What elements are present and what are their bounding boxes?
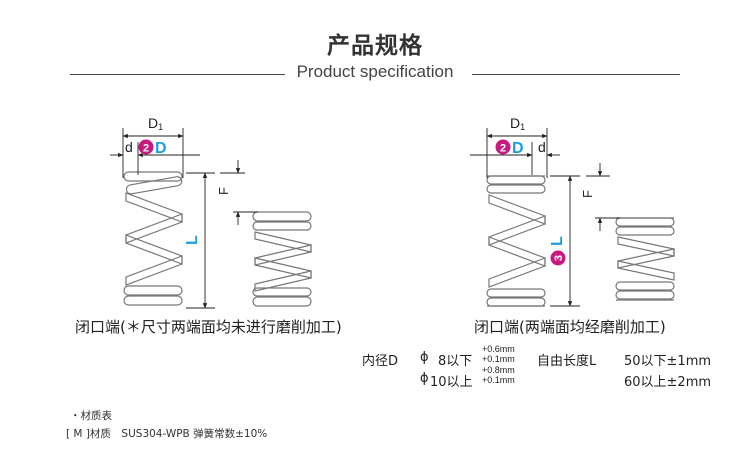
inner-diameter-label: 内径D xyxy=(362,354,399,369)
f-label-right: F xyxy=(580,190,595,198)
badge-2-left xyxy=(138,139,154,155)
l-label-right: L xyxy=(549,236,566,246)
d-label-right: d xyxy=(538,139,546,155)
caption-closed-not-ground: 闭口端(＊尺寸两端面均未进行磨削加工) xyxy=(75,318,342,336)
spring-coils-right-compressed xyxy=(615,217,675,301)
inner-d-label-left: D xyxy=(155,140,167,157)
row2-tol-minus: +0.1mm xyxy=(482,375,515,385)
material-line: [ M ]材质 SUS304-WPB 弹簧常数±10% xyxy=(66,428,268,440)
subtitle-rule-left xyxy=(70,74,285,75)
dimension-lines-left xyxy=(110,128,258,309)
ground-end-drawing: D1 2 D d F 3 L xyxy=(470,115,675,307)
d1-label-right: D1 xyxy=(510,115,525,132)
caption-closed-ground: 闭口端(两端面均经磨削加工) xyxy=(474,318,666,336)
d-label-left: d xyxy=(125,139,133,155)
f-label-left: F xyxy=(216,187,231,195)
free-length-row1: 50以下±1mm xyxy=(624,354,712,369)
row2-tol-plus: +0.8mm xyxy=(482,365,515,375)
row1-prefix: ϕ xyxy=(420,350,429,365)
spring-coils-left-compressed xyxy=(252,211,312,307)
badge-2-right-text: 2 xyxy=(500,143,506,155)
badge-3-right-text: 3 xyxy=(553,255,565,261)
page-title: 产品规格 xyxy=(327,33,423,59)
row1-tol-minus: +0.1mm xyxy=(482,354,515,364)
subtitle-row: Product specification xyxy=(70,62,680,86)
free-length-label: 自由长度L xyxy=(537,354,597,369)
row1-value: 8以下 xyxy=(438,354,473,369)
l-label-left: L xyxy=(184,235,201,245)
inner-d-label-right: D xyxy=(512,140,524,157)
badge-2-left-text: 2 xyxy=(143,143,149,155)
dimension-lines-right xyxy=(470,128,620,307)
row2-prefix: ϕ xyxy=(420,371,429,386)
free-length-row2: 60以上±2mm xyxy=(624,375,712,390)
badge-3-right xyxy=(550,250,566,266)
spring-coils-left-tall xyxy=(123,171,183,306)
material-heading: ・材质表 xyxy=(70,410,112,422)
subtitle-rule-right xyxy=(472,74,680,75)
row2-value: 10以上 xyxy=(430,375,473,390)
d1-label-left: D1 xyxy=(148,115,163,132)
spring-coils-right-tall xyxy=(486,175,546,307)
closed-end-drawing: D1 d 2 D F L xyxy=(110,115,312,309)
row1-tol-plus: +0.6mm xyxy=(482,344,515,354)
badge-2-right xyxy=(495,139,511,155)
page-subtitle: Product specification xyxy=(70,62,680,82)
